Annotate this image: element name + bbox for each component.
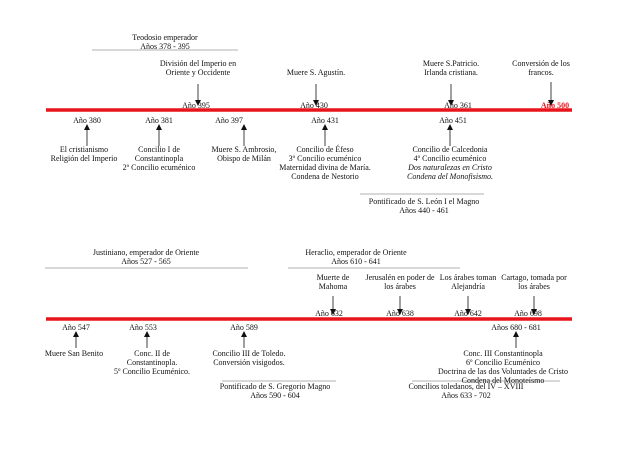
event-label: Concilio I de [138, 145, 180, 154]
event-label: Muere S. Ambrosio, [212, 145, 277, 154]
period-label: Concilios toledanos, del IV – XVIII [409, 382, 524, 391]
event-label: Condena del Monoteísmo [462, 376, 545, 385]
period-label: Años 610 - 641 [331, 257, 381, 266]
event-label: El cristianismo [60, 145, 108, 154]
event-label: Conc. III Constantinopla [463, 349, 543, 358]
event-label: 4º Concilio ecuménico [414, 154, 487, 163]
event-label: Conc. II de [134, 349, 170, 358]
period-label: Pontificado de S. León I el Magno [369, 197, 479, 206]
year-label: Año 589 [230, 323, 258, 332]
year-label: Año 698 [514, 309, 542, 318]
period-label: Años 527 - 565 [121, 257, 171, 266]
event-label: Religión del Imperio [51, 154, 118, 163]
event-label: 2º Concilio ecuménico [123, 163, 196, 172]
year-label: Año 361 [444, 101, 472, 110]
event-label: francos. [528, 68, 554, 77]
year-label: Año 500 [541, 101, 569, 110]
event-label: los árabes [518, 282, 550, 291]
event-label: Oriente y Occidente [166, 68, 231, 77]
event-label: Muerte de [317, 273, 350, 282]
period-label: Años 378 - 395 [140, 42, 190, 51]
event-label: Maternidad divina de María. [279, 163, 371, 172]
year-label: Año 553 [129, 323, 157, 332]
event-label: Conversión visigodos. [213, 358, 285, 367]
event-label: Constantinopla [135, 154, 184, 163]
year-label: Año 547 [62, 323, 90, 332]
event-label: Conversión de los [512, 59, 570, 68]
event-label: Mahoma [319, 282, 348, 291]
event-label: Alejandría [451, 282, 485, 291]
year-label: Años 680 - 681 [491, 323, 541, 332]
year-label: Año 430 [300, 101, 328, 110]
period-label: Heraclio, emperador de Oriente [305, 248, 407, 257]
event-label: Doctrina de las dos Voluntades de Cristo [438, 367, 568, 376]
period-label: Teodosio emperador [132, 33, 198, 42]
year-label: Año 451 [439, 116, 467, 125]
event-label: Los árabes toman [440, 273, 496, 282]
event-label: Dos naturalezas en Cristo [407, 163, 492, 172]
event-label: los árabes [384, 282, 416, 291]
event-label: Concilio III de Toledo. [212, 349, 285, 358]
event-label: Muere S. Agustín. [287, 68, 345, 77]
event-label: Jerusalén en poder de [365, 273, 435, 282]
year-label: Año 397 [215, 116, 243, 125]
event-label: Concilio de Calcedonia [412, 145, 488, 154]
event-label: 6º Concilio Ecuménico [466, 358, 540, 367]
year-label: Año 381 [145, 116, 173, 125]
period-label: Años 633 - 702 [441, 391, 491, 400]
event-label: Obispo de Milán [217, 154, 271, 163]
year-label: Año 380 [73, 116, 101, 125]
event-label: Irlanda cristiana. [424, 68, 478, 77]
event-label: Concilio de Éfeso [296, 144, 353, 154]
event-label: 3º Concilio ecuménico [289, 154, 362, 163]
period-label: Años 440 - 461 [399, 206, 449, 215]
year-label: Año 431 [311, 116, 339, 125]
period-label: Años 590 - 604 [250, 391, 300, 400]
event-label: 5º Concilio Ecuménico. [114, 367, 190, 376]
event-label: Condena del Monofisismo. [407, 172, 493, 181]
event-label: Cartago, tomada por [501, 273, 567, 282]
year-label: Año 632 [315, 309, 343, 318]
event-label: Muere S.Patricio. [423, 59, 479, 68]
period-label: Justiniano, emperador de Oriente [93, 248, 200, 257]
event-label: Constantinopla. [127, 358, 177, 367]
year-label: Año 395 [182, 101, 210, 110]
event-label: Condena de Nestorio [291, 172, 359, 181]
event-label: División del Imperio en [160, 59, 236, 68]
event-label: Muere San Benito [45, 349, 103, 358]
period-label: Pontificado de S. Gregorio Magno [220, 382, 330, 391]
